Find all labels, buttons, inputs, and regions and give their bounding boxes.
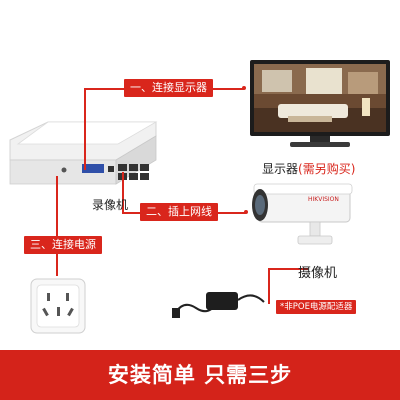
wall-socket-icon [30, 278, 86, 334]
network-wire-vertical [122, 172, 124, 212]
network-wire-to-camera [216, 212, 246, 214]
poe-adapter-note: *非POE电源配适器 [276, 300, 357, 314]
adapter-wire-vertical [268, 268, 270, 304]
camera-brand-text: HIKVISION [308, 196, 339, 203]
camera-icon: HIKVISION [252, 183, 353, 245]
step-connect-power-label: 三、连接电源 [24, 236, 102, 254]
network-wire-plug [244, 210, 248, 214]
display-wire-to-monitor [212, 88, 244, 90]
adapter-wire-horizontal [268, 268, 308, 270]
power-wire-vertical [56, 176, 58, 276]
power-adapter-icon [172, 292, 265, 318]
monitor-caption: 显示器(需另购买) [262, 160, 355, 177]
step-plug-network-label: 二、插上网线 [140, 203, 218, 221]
display-wire-vertical [84, 88, 86, 170]
monitor-icon [250, 60, 390, 147]
display-wire-horizontal [84, 88, 124, 90]
recorder-icon [9, 121, 158, 185]
monitor-caption-note: (需另购买) [298, 162, 356, 176]
camera-caption: 摄像机 [298, 266, 338, 281]
install-steps-banner: 安装简单 只需三步 [0, 350, 400, 400]
step-connect-display-label: 一、连接显示器 [124, 79, 213, 97]
diagram-canvas: HIKVISION 一、连接显示器 二、插上网线 三、连接电源 录像机 显示器(… [9, 60, 390, 334]
recorder-caption: 录像机 [92, 198, 129, 212]
network-wire-horizontal [122, 212, 140, 214]
display-wire-plug [242, 86, 246, 90]
monitor-caption-text: 显示器 [262, 162, 299, 176]
